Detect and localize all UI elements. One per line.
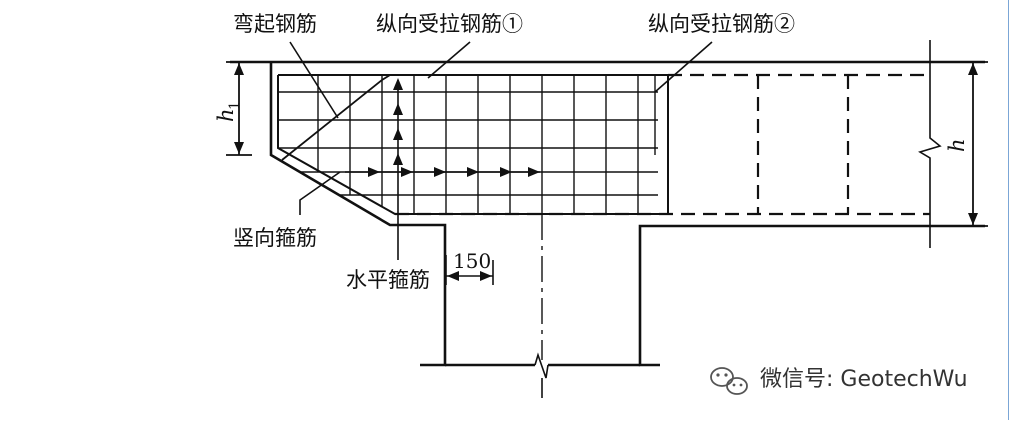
h-dimension	[960, 61, 988, 227]
h1-dimension	[226, 61, 252, 156]
label-h1-main: h	[214, 108, 238, 122]
label-horizontal-stirrup: 水平箍筋	[346, 268, 430, 292]
leader-long-tension-1	[427, 41, 471, 79]
watermark: 微信号: GeotechWu	[710, 367, 968, 395]
label-h1-sub: 1	[227, 101, 243, 110]
leader-bent-bar	[289, 41, 339, 119]
watermark-text: 微信号: GeotechWu	[760, 367, 968, 392]
wechat-icon	[710, 367, 748, 395]
label-long-tension-1: 纵向受拉钢筋①	[376, 12, 523, 36]
label-h: h	[945, 138, 969, 152]
h-label-group: h	[945, 138, 969, 152]
leader-vertical-stirrup	[299, 171, 341, 215]
inner-stirrup-contour	[277, 74, 669, 215]
vertical-stirrup-arrows	[393, 78, 403, 260]
rebar-grid-vertical	[317, 75, 656, 214]
label-bent-bar: 弯起钢筋	[233, 12, 317, 36]
label-long-tension-2: 纵向受拉钢筋②	[648, 12, 795, 36]
h1-label-group: h 1	[214, 101, 243, 122]
spacing-dimension	[445, 255, 494, 285]
right-edge-bar	[1008, 0, 1009, 420]
dashed-beam-zone	[395, 73, 930, 216]
label-vertical-stirrup: 竖向箍筋	[233, 226, 317, 250]
beam-outline	[230, 40, 985, 379]
horizontal-stirrup-arrows	[345, 167, 540, 177]
label-spacing: 150	[453, 249, 491, 273]
leader-long-tension-2	[654, 41, 713, 93]
bent-bar	[281, 74, 391, 161]
